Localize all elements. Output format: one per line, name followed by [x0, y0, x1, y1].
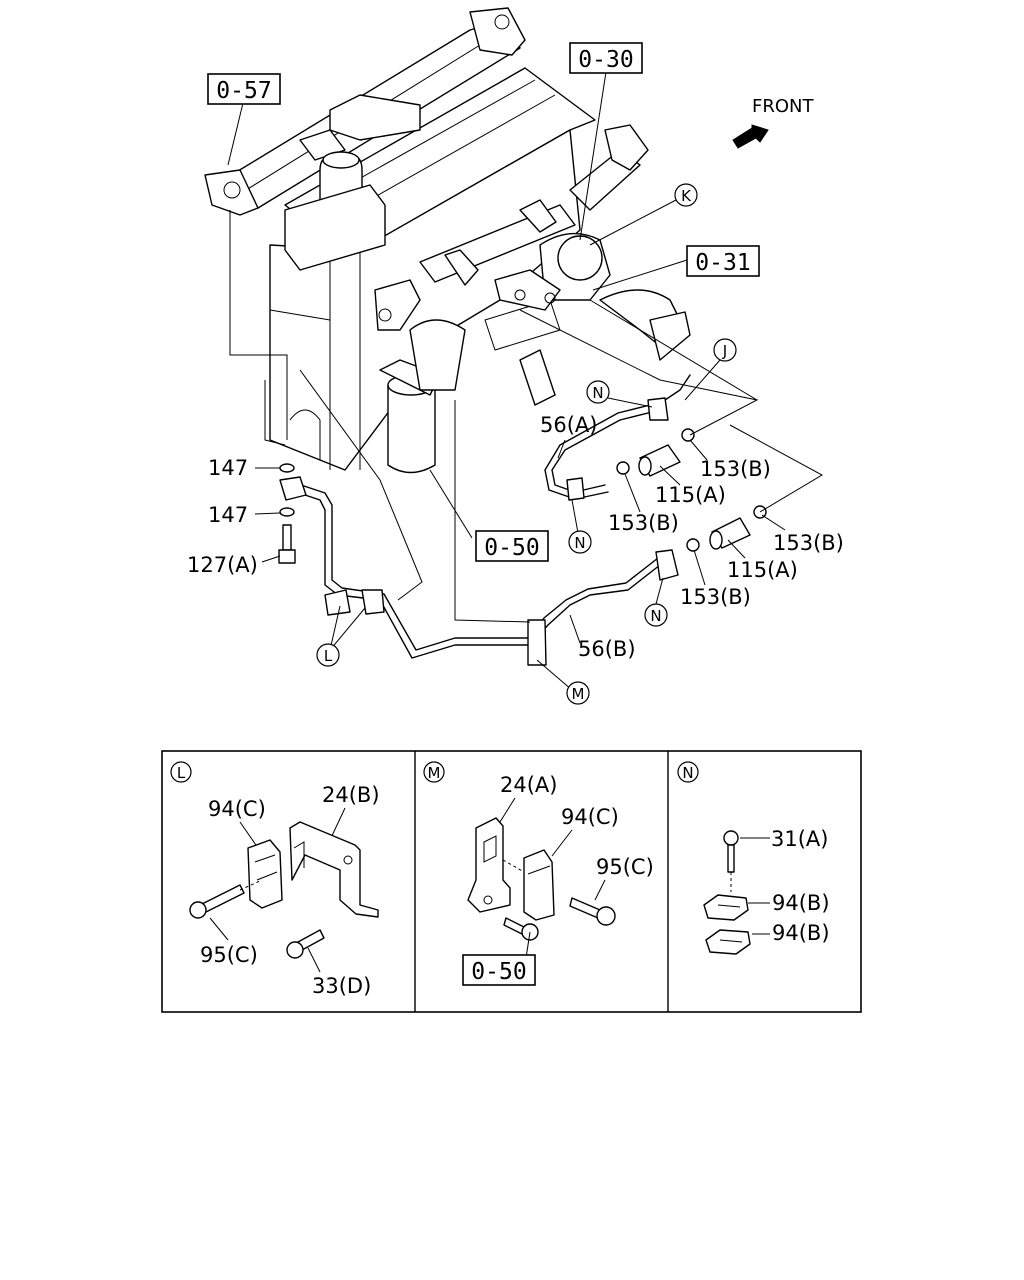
label-56a: 56(A) [540, 413, 597, 437]
pipe-56b [289, 482, 661, 659]
svg-text:N: N [682, 764, 693, 782]
svg-text:95(C): 95(C) [596, 855, 654, 879]
hose-115a [638, 444, 751, 550]
ref-box-0-50: 0-50 [475, 530, 549, 562]
svg-text:M: M [428, 764, 441, 782]
svg-text:0-30: 0-30 [578, 47, 633, 73]
clamps-153b [616, 428, 767, 552]
svg-text:K: K [681, 187, 692, 205]
detail-panel-n: N 31(A) 94(B) 94(B) [677, 761, 830, 955]
callout-k: K [674, 183, 698, 207]
svg-text:33(D): 33(D) [312, 974, 371, 998]
svg-text:95(C): 95(C) [200, 943, 258, 967]
svg-text:94(C): 94(C) [561, 805, 619, 829]
svg-text:0-50: 0-50 [471, 959, 526, 985]
svg-text:N: N [592, 384, 603, 402]
label-153b-2: 153(B) [608, 511, 679, 535]
engine-assembly [204, 7, 691, 474]
label-115a-2: 115(A) [727, 558, 798, 582]
svg-text:0-31: 0-31 [695, 250, 750, 276]
svg-text:0-57: 0-57 [216, 78, 271, 104]
svg-text:L: L [177, 764, 186, 782]
front-indicator: FRONT [732, 96, 814, 149]
label-147-2: 147 [208, 503, 248, 527]
label-115a-1: 115(A) [655, 483, 726, 507]
label-147-1: 147 [208, 456, 248, 480]
detail-panel-l: L 94(C) 24(B) 95(C) 33(D) [170, 761, 380, 998]
ref-box-0-31: 0-31 [686, 245, 760, 277]
callout-n-right: N [644, 603, 668, 627]
svg-text:J: J [722, 342, 727, 360]
label-153b-1: 153(B) [700, 457, 771, 481]
svg-text:31(A): 31(A) [771, 827, 828, 851]
svg-text:94(B): 94(B) [772, 921, 830, 945]
leader-lines [227, 71, 824, 691]
svg-text:N: N [574, 534, 585, 552]
front-arrow-icon [732, 124, 769, 149]
label-153b-4: 153(B) [680, 585, 751, 609]
detail-panel-m: M 24(A) 94(C) 95(C) 0-50 [423, 761, 654, 986]
svg-text:94(C): 94(C) [208, 797, 266, 821]
svg-text:0-50: 0-50 [484, 535, 539, 561]
callout-m: M [566, 681, 590, 705]
pipe-fittings [279, 397, 679, 666]
svg-text:M: M [572, 685, 585, 703]
part-labels: 56(A) 153(B) 115(A) 153(B) 153(B) 115(A)… [187, 413, 844, 661]
washers-and-bolt [278, 463, 296, 564]
svg-text:N: N [650, 607, 661, 625]
svg-text:24(A): 24(A) [500, 773, 557, 797]
label-153b-3: 153(B) [773, 531, 844, 555]
svg-text:L: L [324, 647, 333, 665]
callout-j: J [713, 338, 737, 362]
label-56b: 56(B) [578, 637, 636, 661]
label-127a: 127(A) [187, 553, 258, 577]
detail-panels: L 94(C) 24(B) 95(C) 33(D) [161, 750, 862, 1013]
ref-box-0-30: 0-30 [569, 42, 643, 74]
svg-text:94(B): 94(B) [772, 891, 830, 915]
callout-n-upper: N [586, 380, 610, 404]
callout-n-middle: N [568, 530, 592, 554]
svg-text:FRONT: FRONT [752, 96, 814, 117]
svg-text:24(B): 24(B) [322, 783, 380, 807]
callout-l: L [316, 643, 340, 667]
ref-box-0-57: 0-57 [207, 73, 281, 105]
